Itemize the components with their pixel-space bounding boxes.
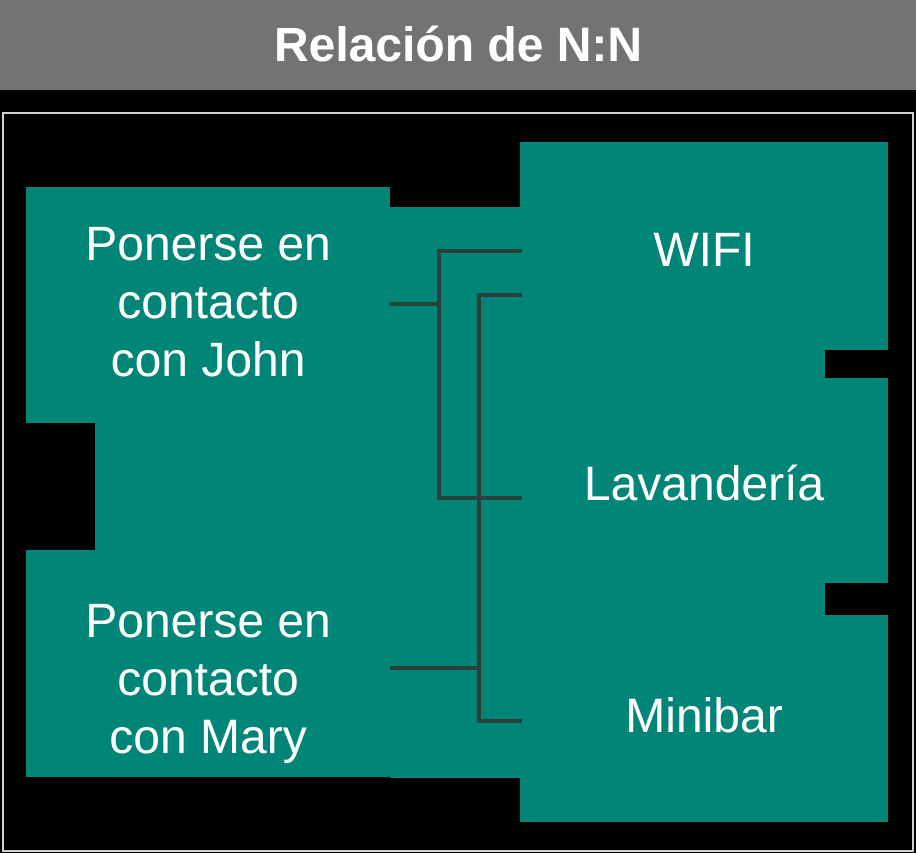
entity-contact-mary-line3: con Mary <box>109 711 307 764</box>
entity-minibar-label: Minibar <box>625 690 783 743</box>
right-box-notch-bottom <box>825 583 910 615</box>
entity-contact-mary-line2: contacto <box>117 653 299 706</box>
entity-contact-mary-line1: Ponerse en <box>85 595 331 648</box>
entity-lavanderia-label: Lavandería <box>583 458 825 511</box>
connector-mary-to-wifi <box>477 293 522 297</box>
connector-mary-to-minibar <box>477 719 522 723</box>
entity-minibar: Minibar <box>520 688 888 746</box>
right-box-notch-top <box>825 350 910 378</box>
title-banner: Relación de N:N <box>0 0 916 90</box>
entity-contact-john-line2: contacto <box>117 276 299 329</box>
connector-john-stub <box>390 302 440 306</box>
entity-contact-john-line1: Ponerse en <box>85 218 331 271</box>
entity-lavanderia: Lavandería <box>520 456 888 514</box>
entity-wifi-label: WIFI <box>653 224 755 277</box>
connector-mary-stub <box>390 666 481 670</box>
entity-contact-john: Ponerse en contacto con John <box>26 216 390 390</box>
entity-contact-mary: Ponerse en contacto con Mary <box>26 593 390 767</box>
page-title: Relación de N:N <box>273 18 643 72</box>
connector-mary-vertical <box>477 293 481 723</box>
left-box-notch <box>20 423 95 550</box>
right-entities-box <box>520 142 888 822</box>
entity-contact-john-line3: con John <box>110 334 306 387</box>
connector-john-to-wifi <box>437 249 522 253</box>
entity-wifi: WIFI <box>520 222 888 280</box>
connector-john-vertical <box>437 249 441 500</box>
diagram-frame <box>2 112 914 852</box>
